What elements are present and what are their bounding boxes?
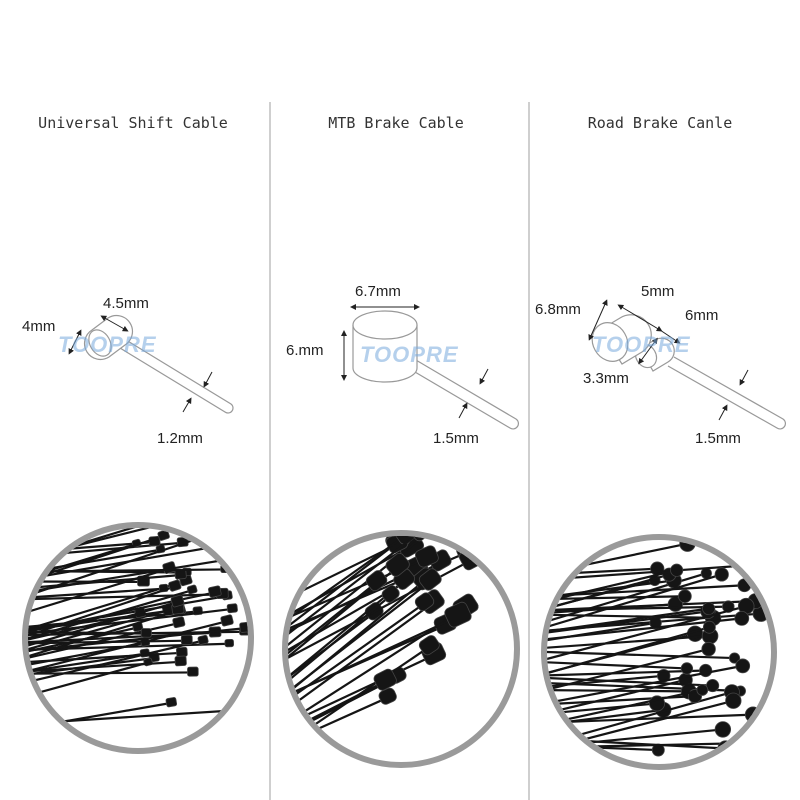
photo-shift-cable-ends	[22, 522, 254, 754]
cable-end-diagrams	[68, 299, 786, 430]
mtb-brake-cable-end-drawing	[352, 310, 519, 430]
dim-road-step-length: 3.3mm	[583, 370, 629, 387]
dim-road-step-diameter: 6mm	[685, 307, 719, 324]
photo-mtb-brake-cable-ends	[282, 530, 520, 768]
title-universal-shift-cable: Universal Shift Cable	[38, 114, 228, 132]
dim-shift-end-length: 4.5mm	[103, 295, 149, 312]
shift-cable-end-drawing	[83, 314, 234, 414]
dim-road-cable-diameter: 1.5mm	[695, 430, 741, 447]
dim-shift-end-height: 4mm	[22, 318, 56, 335]
column-divider-1	[269, 102, 271, 800]
title-mtb-brake-cable: MTB Brake Cable	[328, 114, 464, 132]
watermark-logo-3: TOOPRE	[592, 332, 691, 357]
column-divider-2	[528, 102, 530, 800]
watermark-logo-2: TOOPRE	[360, 342, 459, 367]
dim-shift-cable-diameter: 1.2mm	[157, 430, 203, 447]
dim-road-ball-diameter: 6.8mm	[535, 301, 581, 318]
dim-road-ball-length: 5mm	[641, 283, 675, 300]
dim-mtb-cable-diameter: 1.5mm	[433, 430, 479, 447]
photo-road-brake-cable-ends	[541, 534, 777, 770]
title-road-brake-cable: Road Brake Canle	[587, 114, 733, 132]
dim-mtb-end-diameter: 6.7mm	[355, 283, 401, 300]
dim-mtb-end-height: 6.mm	[286, 342, 324, 359]
watermark-logo-1: TOOPRE	[58, 332, 157, 357]
